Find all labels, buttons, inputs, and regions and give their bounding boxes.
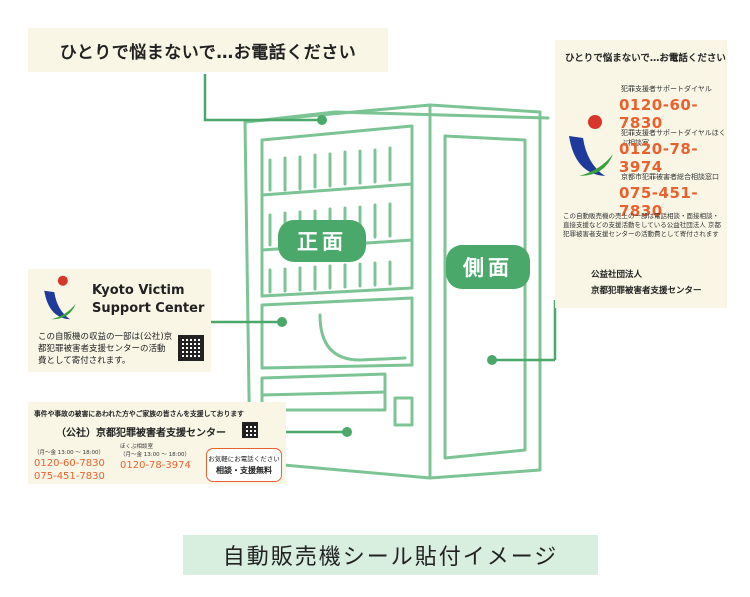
side-description: この自動販売機の売上の一部は電話相談・面接相談・直接支援などの支援活動をしている… [563, 212, 721, 238]
hours-text: （月～金 13:00 ～ 18:00） [120, 452, 190, 458]
front-description: この自販機の収益の一部は(公社)京都犯罪被害者支援センターの活動費として寄付され… [38, 332, 173, 366]
side-line-label: 犯罪支援者サポートダイヤルほくぶ相談室 [621, 129, 726, 147]
front-sticker-panel: Kyoto Victim Support Center この自販機の収益の一部は… [28, 269, 211, 372]
bottom-phone-number: 0120-78-3974 [120, 460, 191, 471]
org-name-line2: Support Center [92, 301, 205, 316]
qr-code-icon [178, 335, 204, 361]
consult-free-text: 相談・支援無料 [216, 466, 272, 475]
qr-code-icon [242, 422, 258, 438]
side-headline: ひとりで悩まないで…お電話ください [565, 53, 726, 64]
hours-text: （月～金 13:00 ～ 18:00） [34, 450, 104, 456]
caption: 自動販売機シール貼付イメージ [183, 535, 598, 575]
victim-support-logo-icon [569, 115, 613, 176]
consult-text: お気軽にお電話ください [208, 455, 280, 463]
side-phone-number: 0120-78-3974 [619, 140, 699, 176]
bottom-phone-number: 0120-60-7830 [34, 458, 105, 469]
org-name-line1: Kyoto Victim [92, 283, 185, 298]
top-label: ひとりで悩まないで…お電話ください [28, 28, 388, 72]
front-badge: 正面 [278, 220, 366, 262]
consult-badge: お気軽にお電話ください 相談・支援無料 [206, 448, 282, 482]
side-org-type: 公益社団法人 [591, 270, 643, 280]
connector-lines [203, 74, 557, 434]
connector-dots [277, 115, 497, 437]
side-line-label: 犯罪支援者サポートダイヤル [621, 85, 712, 93]
side-org-name: 京都犯罪被害者支援センター [591, 286, 702, 296]
bottom-org-name: （公社）京都犯罪被害者支援センター [56, 428, 226, 439]
side-phone-number: 075-451-7830 [619, 184, 699, 220]
victim-support-logo-icon [44, 275, 76, 320]
bottom-headline: 事件や事故の被害にあわれた方やご家族の皆さんを支援しております [34, 410, 244, 418]
side-line-label: 京都市犯罪被害者総合相談窓口 [621, 173, 719, 181]
side-phone-number: 0120-60-7830 [619, 96, 699, 132]
bottom-phone-number: 075-451-7830 [34, 471, 105, 482]
room-label: ほくぶ相談室 [120, 444, 154, 450]
side-badge: 側面 [446, 245, 530, 289]
bottom-sticker-panel: 事件や事故の被害にあわれた方やご家族の皆さんを支援しております （公社）京都犯罪… [28, 402, 286, 484]
side-sticker-panel: ひとりで悩まないで…お電話ください 犯罪支援者サポートダイヤル 0120-60-… [555, 40, 727, 308]
vending-machine-outline [243, 103, 550, 480]
